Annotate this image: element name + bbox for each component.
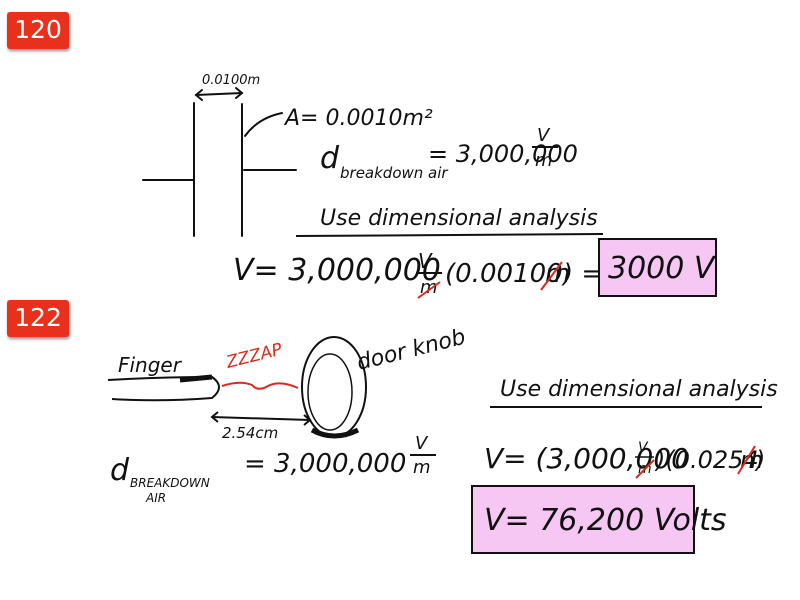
arrow-head-left bbox=[194, 89, 203, 101]
equation-lhs-122: V= (3,000,000 bbox=[484, 442, 689, 475]
capacitor-diagram bbox=[142, 87, 297, 237]
gap-label: 2.54cm bbox=[222, 424, 278, 442]
cancel-stroke-denominator bbox=[417, 281, 441, 299]
problem-number-badge-122: 122 bbox=[7, 300, 69, 337]
gap-arrow-head-right bbox=[303, 414, 312, 426]
breakdown-subscript-line2: AIR bbox=[145, 491, 166, 505]
equation-unit-numerator-122: V bbox=[638, 440, 649, 456]
fingernail bbox=[179, 374, 213, 383]
method-heading-122: Use dimensional analysis bbox=[500, 377, 778, 402]
equation-unit-numerator: V bbox=[418, 249, 433, 273]
breakdown-value-122: = 3,000,000 bbox=[244, 449, 406, 479]
breakdown-symbol-122: d bbox=[110, 453, 130, 488]
spark-line bbox=[221, 381, 299, 390]
cancel-stroke bbox=[540, 261, 563, 291]
door-knob-label: door knob bbox=[354, 325, 468, 376]
cancel-stroke-denominator-122 bbox=[635, 459, 655, 479]
unit-numerator: V bbox=[537, 125, 551, 146]
equation-close: ) = bbox=[561, 259, 603, 289]
breakdown-subscript: breakdown air bbox=[340, 164, 448, 182]
arrow-head-right bbox=[235, 87, 244, 99]
unit-denominator-122: m bbox=[413, 457, 431, 478]
unit-numerator-122: V bbox=[415, 433, 429, 454]
plate-width-label: 0.0100m bbox=[202, 73, 260, 88]
method-heading-underline bbox=[295, 233, 604, 237]
answer-value: 3000 V bbox=[608, 251, 717, 286]
unit-denominator: m bbox=[535, 150, 553, 171]
answer-value-122: V= 76,200 Volts bbox=[484, 503, 727, 538]
answer-box bbox=[598, 238, 717, 297]
breakdown-value: = 3,000,000 bbox=[428, 140, 578, 168]
finger-outline bbox=[107, 375, 220, 402]
plate-width-arrow bbox=[195, 92, 243, 96]
equation-cancel-122: m bbox=[740, 446, 763, 474]
breakdown-subscript-line1: BREAKDOWN bbox=[130, 476, 210, 490]
equation-paren: (0.00100 bbox=[445, 259, 563, 289]
gap-arrow bbox=[211, 416, 311, 421]
problem-number-badge-120: 120 bbox=[7, 12, 69, 49]
method-heading: Use dimensional analysis bbox=[320, 206, 598, 231]
gap-arrow-head-left bbox=[210, 411, 219, 423]
equation-lhs: V= 3,000,000 bbox=[233, 253, 441, 288]
spark-label: ZZZAP bbox=[223, 340, 285, 374]
breakdown-symbol: d bbox=[320, 141, 340, 176]
area-label: A= 0.0010m² bbox=[283, 106, 433, 131]
cancel-stroke-122 bbox=[737, 445, 756, 475]
area-leader-line bbox=[244, 112, 283, 137]
door-knob-inner bbox=[307, 353, 353, 431]
finger-label: Finger bbox=[118, 353, 183, 377]
answer-box-122 bbox=[471, 485, 695, 554]
equation-close-122: ) bbox=[754, 446, 765, 474]
door-knob-base bbox=[310, 427, 360, 439]
equation-cancel: m bbox=[545, 259, 570, 289]
